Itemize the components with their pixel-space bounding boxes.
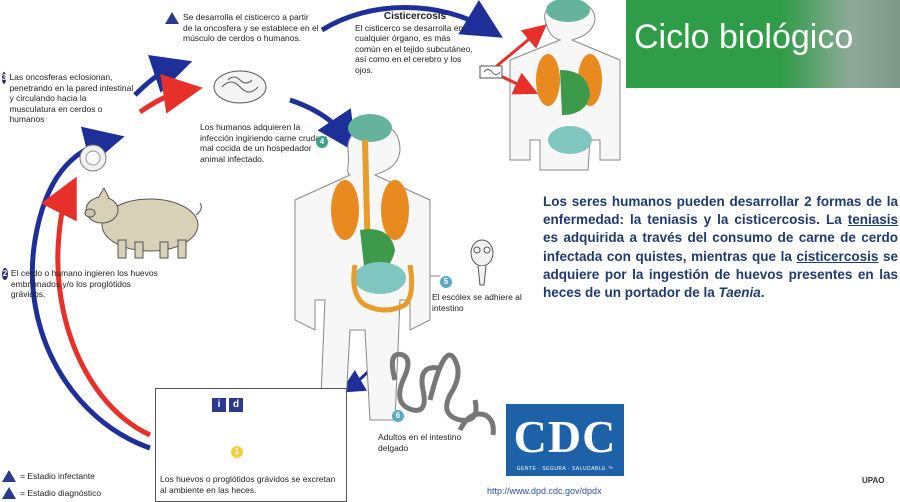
cdc-logo-text: CDC xyxy=(513,411,617,462)
step-4-caption: Los humanos adquieren la infección ingir… xyxy=(200,122,328,164)
cycle-arrow-red-left xyxy=(40,176,152,438)
title-banner xyxy=(626,0,900,88)
cdc-tagline: GENTE · SEGURA · SALUDABLE ™ xyxy=(516,466,614,472)
taenia-term: Taenia xyxy=(718,285,761,301)
step-3-badge: 3 xyxy=(2,72,7,84)
upao-logo: UPAO xyxy=(862,476,885,485)
cisticercosis-link: cisticercosis xyxy=(796,248,879,264)
infective-stage-icon xyxy=(165,12,179,24)
cisticercosis-heading: Cisticercosis xyxy=(383,11,447,22)
cycle-arrow-blue-top xyxy=(133,54,193,97)
cisticercosis-text: El cisticerco se desarrolla en cualquier… xyxy=(355,22,473,75)
step-6-badge: 6 xyxy=(392,410,404,422)
page-title: Ciclo biológico xyxy=(634,18,854,56)
cdc-url-link[interactable]: http://www.dpd.cdc.gov/dpdx xyxy=(487,486,602,496)
cdc-logo: CDC GENTE · SEGURA · SALUDABLE ™ xyxy=(506,404,624,476)
step-5-caption: El escólex se adhiere al intestino xyxy=(432,292,522,313)
oncosphere-illustration xyxy=(79,144,107,172)
scolex-illustration xyxy=(470,239,494,286)
teniasis-link: teniasis xyxy=(847,212,898,228)
legend-infective: = Estadio infectante xyxy=(2,470,95,482)
infective-i-icon: i xyxy=(212,398,226,412)
human-body-top-right xyxy=(491,0,621,171)
step-2-badge: 2 xyxy=(2,268,8,280)
cycle-arrow-red-top xyxy=(138,74,203,115)
legend-diagnostic: = Estadio diagnóstico xyxy=(2,487,101,499)
cycle-arrow-blue-left xyxy=(29,126,151,451)
infective-stage-icon xyxy=(2,470,16,482)
diagnostic-stage-icon xyxy=(2,487,16,499)
info-paragraph: Los seres humanos pueden desarrollar 2 f… xyxy=(543,194,898,301)
step-1-box xyxy=(155,388,347,502)
step-4-badge: 4 xyxy=(316,136,328,148)
diagnostic-d-icon: d xyxy=(229,398,243,412)
step-1-stage-icons: i d xyxy=(212,398,243,412)
step-5-badge: 5 xyxy=(440,276,452,288)
cycle-arrow-to-human xyxy=(289,97,357,153)
step-1-badge: 1 xyxy=(231,446,243,458)
muscle-cyst-illustration xyxy=(213,70,267,104)
human-body-center xyxy=(294,114,431,421)
step-1-caption: Los huevos o proglótidos grávidos se exc… xyxy=(160,474,336,495)
step-3-caption: 3 Las oncosferas eclosionan, penetrando … xyxy=(2,72,134,125)
pig-illustration xyxy=(84,186,202,259)
cycle-arrow-top-curve xyxy=(320,0,503,38)
cisticercosis-caption: Cisticercosis El cisticerco se desarroll… xyxy=(355,11,475,76)
step-cisticerco-caption: Se desarrolla el cisticerco a partir de … xyxy=(165,12,320,44)
adult-worms-illustration xyxy=(389,351,496,436)
cyst-small-illustration xyxy=(479,65,503,79)
step-6-caption: Adultos en el intestino delgado xyxy=(378,432,462,453)
step-2-caption: 2 El cerdo o humano ingieren los huevos … xyxy=(2,268,158,300)
